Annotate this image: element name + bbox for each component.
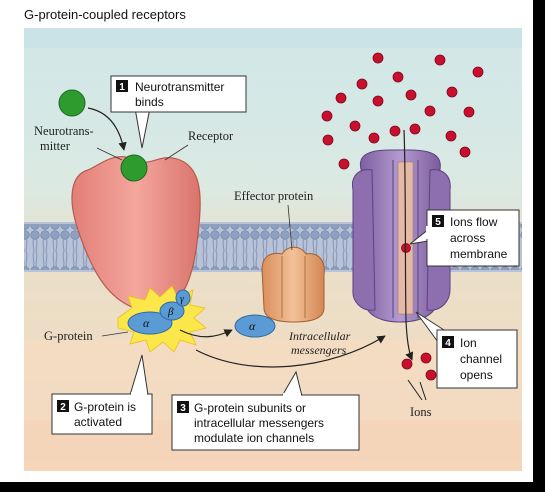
alpha-to-effector-arrow (179, 329, 233, 338)
effector-protein (261, 246, 325, 323)
page-title: G-protein-coupled receptors (24, 7, 186, 22)
step-5-callout: 5 Ions flow across membrane (409, 209, 520, 267)
step-5-number: 5 (435, 217, 441, 228)
binding-arrow (87, 107, 127, 151)
ion-channel (351, 149, 451, 323)
step-3-callout: 3 G-protein subunits or intracellular me… (171, 370, 360, 451)
ions-extracellular (321, 52, 484, 170)
step-4-text: Ion channel opens (460, 336, 505, 382)
step-1-number: 1 (119, 82, 125, 93)
ions-label: Ions (410, 405, 432, 419)
step-5-text: Ions flow across membrane (450, 215, 508, 261)
neurotransmitter-free (58, 89, 86, 117)
neurotransmitter-label: Neurotrans- mitter (34, 124, 97, 153)
neurotransmitter-bound (120, 154, 148, 182)
messenger-arrow (195, 335, 386, 368)
step-1-text: Neurotransmitter binds (135, 80, 228, 109)
step-3-number: 3 (180, 403, 186, 414)
g-protein-label: G-protein (44, 329, 93, 343)
ions-intracellular (401, 352, 437, 381)
bottom-border (0, 482, 545, 492)
beta-subunit-label: β (167, 306, 174, 318)
step-3-text: G-protein subunits or intracellular mess… (194, 401, 327, 445)
gamma-subunit-label: γ (180, 294, 185, 305)
step-1-callout: 1 Neurotransmitter binds (110, 75, 247, 149)
g-protein-complex (127, 289, 191, 335)
alpha-subunit-label: α (143, 316, 150, 330)
free-alpha-label: α (249, 319, 256, 333)
step-4-number: 4 (445, 338, 451, 349)
ion-flow-arrow (403, 129, 414, 361)
step-2-callout: 2 G-protein is activated (51, 354, 153, 435)
step-2-number: 2 (60, 402, 66, 413)
intracellular-messengers-label: Intracellular messengers (288, 329, 353, 357)
step-2-text: G-protein is activated (74, 400, 139, 429)
step-4-callout: 4 Ion channel opens (415, 311, 518, 389)
receptor-label: Receptor (188, 129, 234, 143)
effector-protein-label: Effector protein (234, 189, 314, 203)
free-alpha-subunit (234, 314, 276, 338)
right-border (533, 0, 545, 492)
